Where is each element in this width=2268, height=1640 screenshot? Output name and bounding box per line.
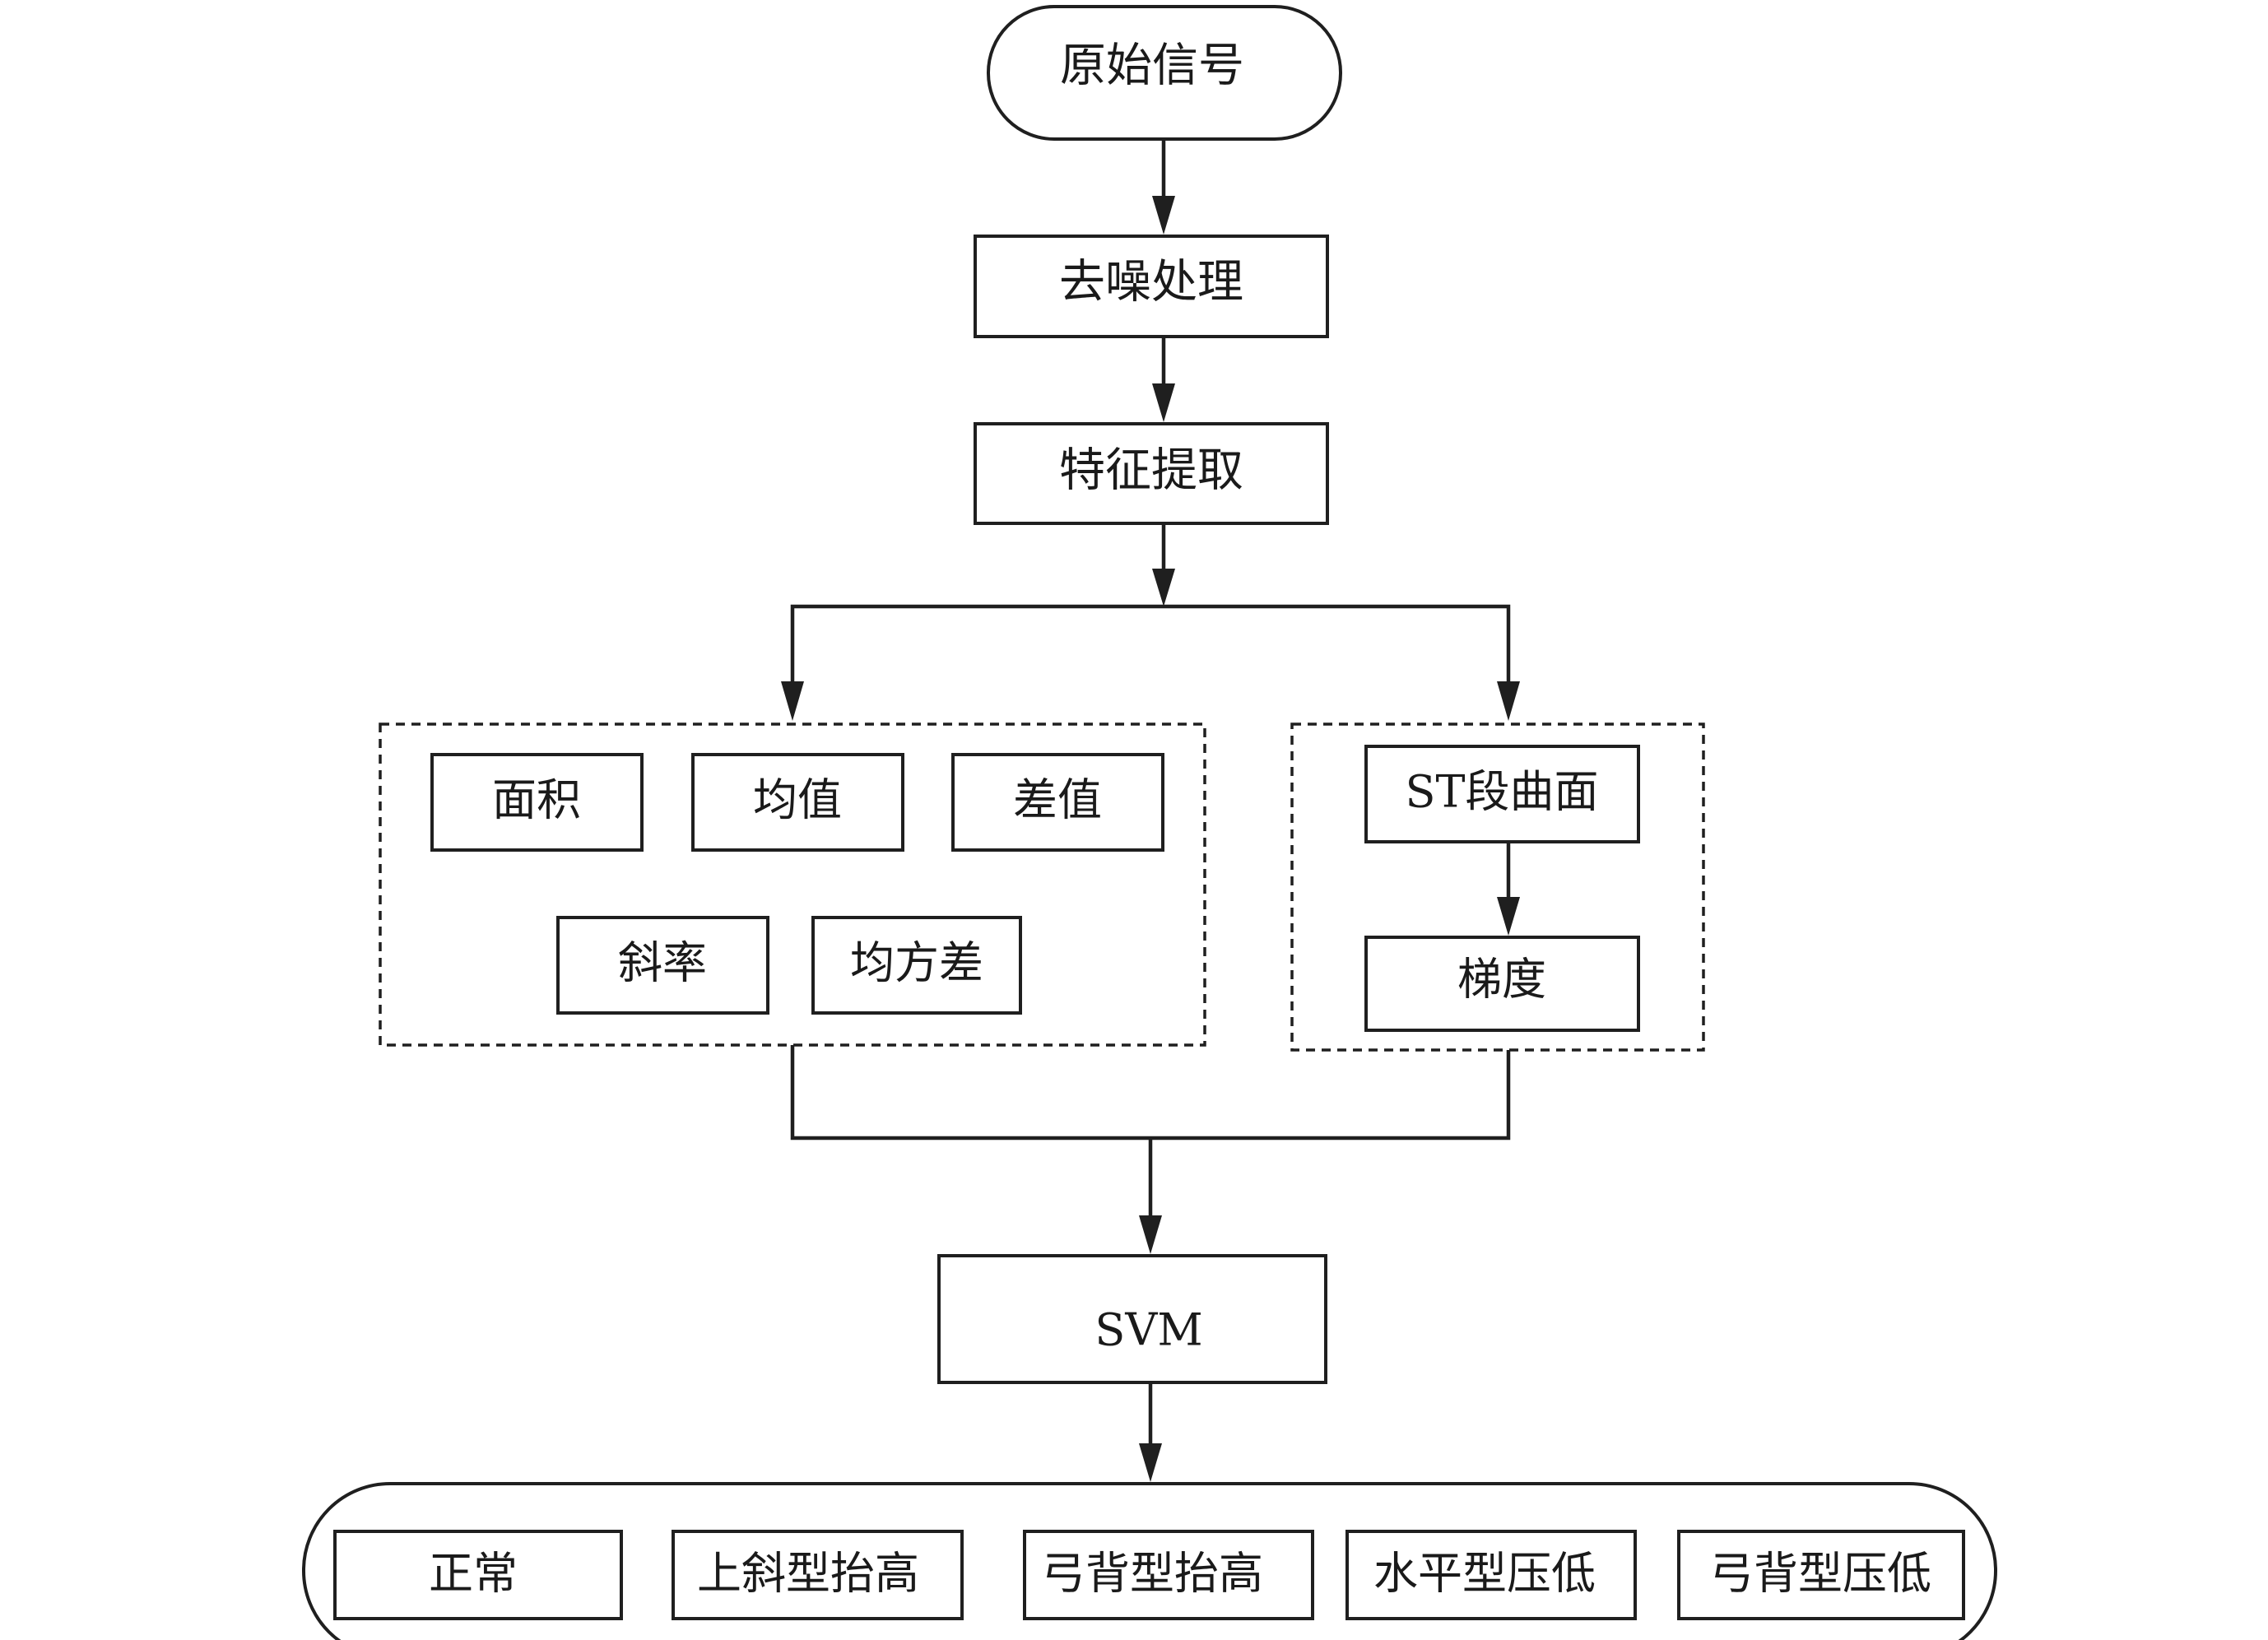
- feature-box: 差值: [951, 753, 1164, 852]
- feature-extraction-box: 特征提取: [974, 422, 1329, 525]
- gradient-label: 梯度: [1457, 954, 1546, 1006]
- st-surface-feature-group: ST段曲面 梯度: [1290, 722, 1705, 1052]
- start-label: 原始信号: [1060, 39, 1244, 93]
- arrowhead-right-group: [1497, 681, 1520, 721]
- feature-label: 斜率: [618, 937, 707, 989]
- arrowhead-gradient: [1497, 897, 1520, 936]
- output-class-box: 水平型压低: [1345, 1530, 1637, 1620]
- statistical-feature-group: 面积 均值 差值 斜率 均方差: [379, 722, 1206, 1047]
- output-classes: 正常 上斜型抬高 弓背型抬高 水平型压低 弓背型压低: [302, 1482, 1997, 1640]
- output-class-label: 上斜型抬高: [697, 1548, 919, 1600]
- st-surface-group-frame: [1290, 722, 1705, 1052]
- connector-merge: [790, 1045, 1511, 1141]
- output-class-box: 弓背型抬高: [1023, 1530, 1314, 1620]
- output-class-label: 正常: [429, 1548, 518, 1600]
- feature-label: 差值: [1013, 774, 1102, 826]
- output-class-label: 水平型压低: [1373, 1548, 1596, 1600]
- arrowhead-split: [1152, 569, 1175, 606]
- feature-extraction-label: 特征提取: [1059, 444, 1243, 498]
- feature-label: 面积: [492, 774, 581, 826]
- arrowhead-outputs: [1139, 1443, 1162, 1482]
- feature-label: 均值: [753, 774, 842, 826]
- output-class-label: 弓背型压低: [1709, 1548, 1931, 1600]
- gradient-box: 梯度: [1364, 936, 1640, 1032]
- arrowhead-left-group: [781, 681, 804, 721]
- feature-box: 均方差: [811, 916, 1022, 1015]
- svm-box: SVM: [937, 1254, 1327, 1384]
- arrowhead-denoise: [1152, 196, 1175, 235]
- svm-label: SVM: [1094, 1304, 1202, 1356]
- output-class-label: 弓背型抬高: [1041, 1548, 1263, 1600]
- denoise-box: 去噪处理: [974, 235, 1329, 338]
- start-terminal: 原始信号: [987, 5, 1342, 141]
- arrowhead-svm: [1139, 1215, 1162, 1254]
- feature-box: 面积: [430, 753, 644, 852]
- arrowhead-feature: [1152, 383, 1175, 422]
- output-class-box: 上斜型抬高: [672, 1530, 964, 1620]
- feature-box: 斜率: [556, 916, 769, 1015]
- feature-label: 均方差: [850, 937, 983, 989]
- st-surface-label: ST段曲面: [1405, 766, 1598, 818]
- st-surface-box: ST段曲面: [1364, 745, 1640, 843]
- output-class-box: 正常: [333, 1530, 623, 1620]
- output-class-box: 弓背型压低: [1677, 1530, 1965, 1620]
- connector-split-branches: [790, 604, 1511, 681]
- feature-box: 均值: [691, 753, 904, 852]
- statistical-group-frame: [379, 722, 1206, 1047]
- denoise-label: 去噪处理: [1059, 256, 1243, 309]
- connectors: [781, 139, 1520, 1482]
